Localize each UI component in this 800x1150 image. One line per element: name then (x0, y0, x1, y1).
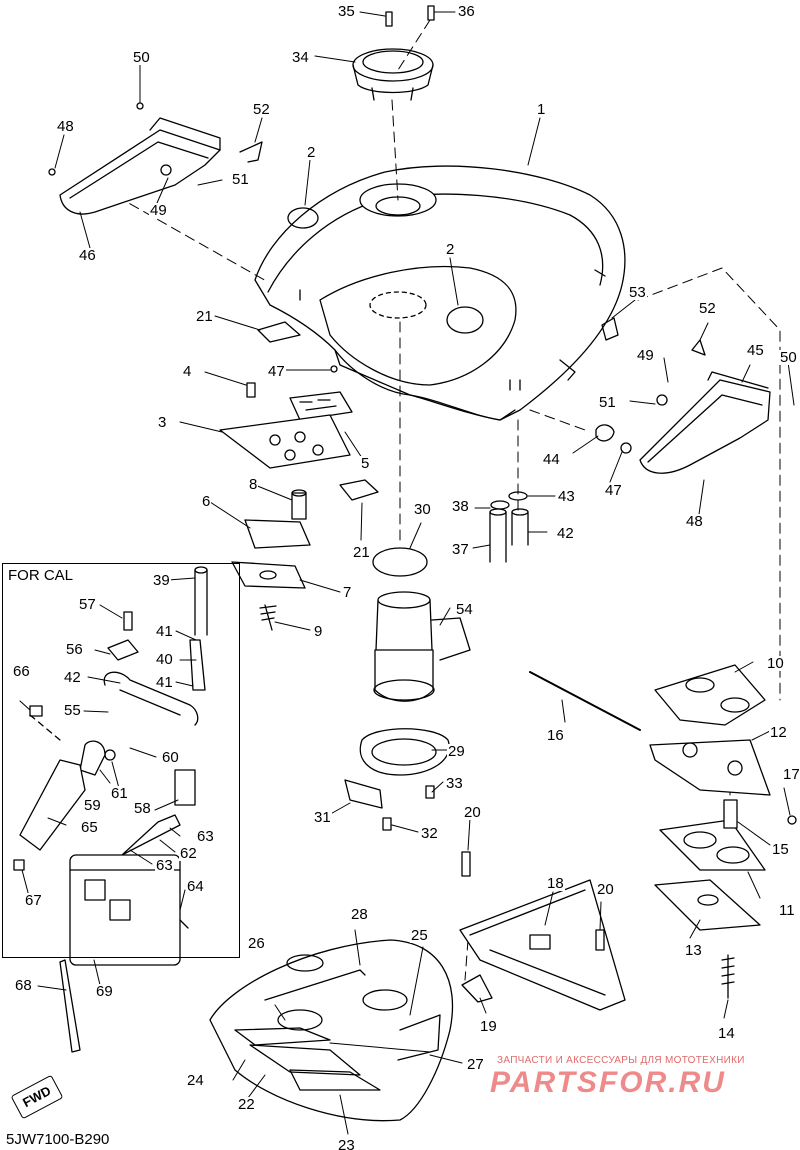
right-bracket (595, 317, 771, 474)
callout-13: 13 (684, 942, 703, 959)
callout-21-b: 21 (352, 544, 371, 561)
fuel-pump (344, 547, 471, 831)
callout-42-b: 42 (556, 525, 575, 542)
for-cal-parts (13, 566, 208, 1053)
callout-50: 50 (132, 49, 151, 66)
callout-55: 55 (63, 702, 82, 719)
watermark-logo: PARTSFOR.RU (490, 1066, 726, 1099)
callout-64: 64 (186, 878, 205, 895)
callout-2-b: 2 (445, 241, 456, 258)
callout-42: 42 (63, 669, 82, 686)
callout-34: 34 (291, 49, 310, 66)
callout-11: 11 (778, 902, 796, 919)
callout-23: 23 (337, 1138, 356, 1150)
callout-48: 48 (56, 118, 75, 135)
front-mount-parts (219, 321, 379, 631)
callout-31: 31 (313, 809, 332, 826)
callout-33: 33 (445, 775, 464, 792)
callout-41-b: 41 (155, 674, 174, 691)
callout-38: 38 (451, 498, 470, 515)
callout-37: 37 (451, 541, 470, 558)
callout-29: 29 (447, 743, 466, 760)
callout-58: 58 (133, 800, 152, 817)
callout-2: 2 (306, 144, 317, 161)
callout-61: 61 (110, 785, 129, 802)
callout-22: 22 (237, 1096, 256, 1113)
callout-20-b: 20 (596, 881, 615, 898)
callout-43: 43 (557, 488, 576, 505)
callout-63: 63 (196, 828, 215, 845)
callout-7: 7 (342, 584, 353, 601)
callout-9: 9 (313, 623, 324, 640)
callout-48-b: 48 (685, 513, 704, 530)
callout-1: 1 (536, 101, 547, 118)
callout-53: 53 (628, 284, 647, 301)
callout-44: 44 (542, 451, 561, 468)
for-cal-frame (2, 563, 240, 958)
callout-5: 5 (360, 455, 371, 472)
callout-52-b: 52 (698, 300, 717, 317)
diagram-code: 5JW7100-B290 (6, 1131, 110, 1148)
callout-19: 19 (479, 1018, 498, 1035)
callout-49: 49 (149, 202, 168, 219)
bottom-tray (209, 939, 454, 1122)
callout-45: 45 (746, 342, 765, 359)
callout-67: 67 (24, 892, 43, 909)
callout-54: 54 (455, 601, 474, 618)
callout-12: 12 (769, 724, 788, 741)
callout-60: 60 (161, 749, 180, 766)
callout-41: 41 (155, 623, 174, 640)
callout-14: 14 (717, 1025, 736, 1042)
fuel-tank-shell (254, 165, 626, 421)
watermark-tagline: ЗАПЧАСТИ И АКСЕССУАРЫ ДЛЯ МОТОТЕХНИКИ (497, 1055, 745, 1066)
callout-10: 10 (766, 655, 785, 672)
callout-57: 57 (78, 596, 97, 613)
callout-59: 59 (83, 797, 102, 814)
callout-27: 27 (466, 1056, 485, 1073)
callout-50-b: 50 (779, 349, 798, 366)
callout-28: 28 (350, 906, 369, 923)
callout-15: 15 (771, 841, 790, 858)
callout-69: 69 (95, 983, 114, 1000)
callout-51-b: 51 (598, 394, 617, 411)
callout-65: 65 (80, 819, 99, 836)
callout-24: 24 (186, 1072, 205, 1089)
callout-39: 39 (152, 572, 171, 589)
drain-hoses (489, 491, 529, 563)
for-cal-title: FOR CAL (8, 567, 74, 584)
callout-36: 36 (457, 3, 476, 20)
left-bracket (48, 102, 263, 215)
lower-bracket (459, 851, 626, 1011)
callout-63-b: 63 (155, 857, 174, 874)
callout-26: 26 (247, 935, 266, 952)
callout-49-b: 49 (636, 347, 655, 364)
callout-68: 68 (14, 977, 33, 994)
callout-18: 18 (546, 875, 565, 892)
rear-mount-parts (529, 664, 797, 999)
callout-47-b: 47 (604, 482, 623, 499)
callout-52: 52 (252, 101, 271, 118)
callout-56: 56 (65, 641, 84, 658)
callout-17: 17 (782, 766, 800, 783)
callout-46: 46 (78, 247, 97, 264)
callout-62: 62 (179, 845, 198, 862)
callout-35: 35 (337, 3, 356, 20)
callout-8: 8 (248, 476, 259, 493)
callout-32: 32 (420, 825, 439, 842)
callout-3: 3 (157, 414, 168, 431)
callout-51: 51 (231, 171, 250, 188)
callout-4: 4 (182, 363, 193, 380)
callout-66: 66 (12, 663, 31, 680)
callout-47: 47 (267, 363, 286, 380)
callout-20: 20 (463, 804, 482, 821)
callout-21: 21 (195, 308, 214, 325)
callout-25: 25 (410, 927, 429, 944)
callout-6: 6 (201, 493, 212, 510)
callout-16: 16 (546, 727, 565, 744)
filler-cap (352, 5, 435, 101)
callout-30: 30 (413, 501, 432, 518)
callout-40: 40 (155, 651, 174, 668)
